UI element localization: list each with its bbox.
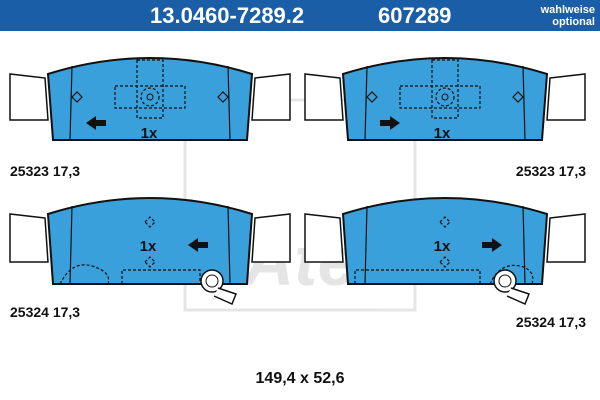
pad-label: 25323 17,3 (10, 163, 81, 179)
direction-arrow-left (86, 116, 106, 130)
pad-quantity: 1x (434, 238, 451, 255)
wear-sensor-icon (200, 269, 237, 306)
part-number: 13.0460-7289.2 (150, 3, 305, 28)
pad-dimensions: 149,4 x 52,6 (255, 370, 345, 387)
brake-pad-drawing: Ate (9, 57, 586, 312)
direction-arrow-left (188, 238, 208, 252)
direction-arrow-right (380, 116, 400, 130)
optional-note-line1: wahlweise (540, 4, 595, 16)
header-bar: 13.0460-7289.2 607289 wahlweise optional (0, 0, 600, 31)
pad-quantity: 1x (434, 125, 451, 142)
brake-pad-top-left (9, 57, 291, 141)
optional-note-line2: optional (552, 16, 595, 28)
brake-pad-bottom-left (9, 197, 291, 285)
pad-label: 25324 17,3 (10, 304, 81, 320)
pad-label: 25324 17,3 (515, 314, 586, 330)
pad-quantity: 1x (141, 125, 158, 142)
wear-sensor-icon (493, 269, 530, 306)
pad-label: 25323 17,3 (515, 163, 586, 179)
brake-pad-bottom-right (304, 197, 586, 285)
reference-number: 607289 (378, 3, 452, 28)
pad-quantity: 1x (140, 238, 157, 255)
direction-arrow-right (482, 238, 502, 252)
